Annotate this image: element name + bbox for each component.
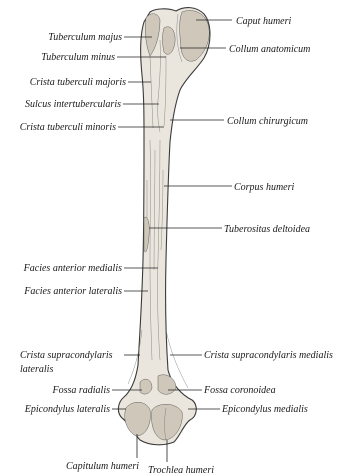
label-collum-anatomicum: Collum anatomicum <box>229 44 310 55</box>
label-sulcus-intertubercularis: Sulcus intertubercularis <box>25 99 121 110</box>
label-epicondylus-lateralis: Epicondylus lateralis <box>24 404 110 415</box>
label-crista-tuberculi-majoris: Crista tuberculi majoris <box>30 77 126 88</box>
label-corpus-humeri: Corpus humeri <box>234 182 295 193</box>
label-collum-chirurgicum: Collum chirurgicum <box>227 116 308 127</box>
label-crista-supracondylaris-medialis: Crista supracondylaris medialis <box>204 350 333 361</box>
label-capitulum-humeri: Capitulum humeri <box>66 461 139 472</box>
label-fossa-coronoidea: Fossa coronoidea <box>203 385 276 396</box>
label-crista-tuberculi-minoris: Crista tuberculi minoris <box>20 122 116 133</box>
label-crista-supracondylaris-lateralis-line1: Crista supracondylaris <box>20 350 113 361</box>
label-tuberculum-majus: Tuberculum majus <box>48 32 122 43</box>
fossa-coronoidea-shape <box>158 375 176 395</box>
label-facies-anterior-lateralis: Facies anterior lateralis <box>23 286 122 297</box>
label-epicondylus-medialis: Epicondylus medialis <box>221 404 308 415</box>
label-tuberositas-deltoidea: Tuberositas deltoidea <box>224 224 310 235</box>
label-fossa-radialis: Fossa radialis <box>51 385 110 396</box>
label-tuberculum-minus: Tuberculum minus <box>41 52 115 63</box>
humerus-bone <box>118 8 210 445</box>
label-trochlea-humeri: Trochlea humeri <box>148 465 214 474</box>
label-crista-supracondylaris-lateralis-line2: lateralis <box>20 364 53 375</box>
label-facies-anterior-medialis: Facies anterior medialis <box>23 263 122 274</box>
label-caput-humeri: Caput humeri <box>236 16 292 27</box>
